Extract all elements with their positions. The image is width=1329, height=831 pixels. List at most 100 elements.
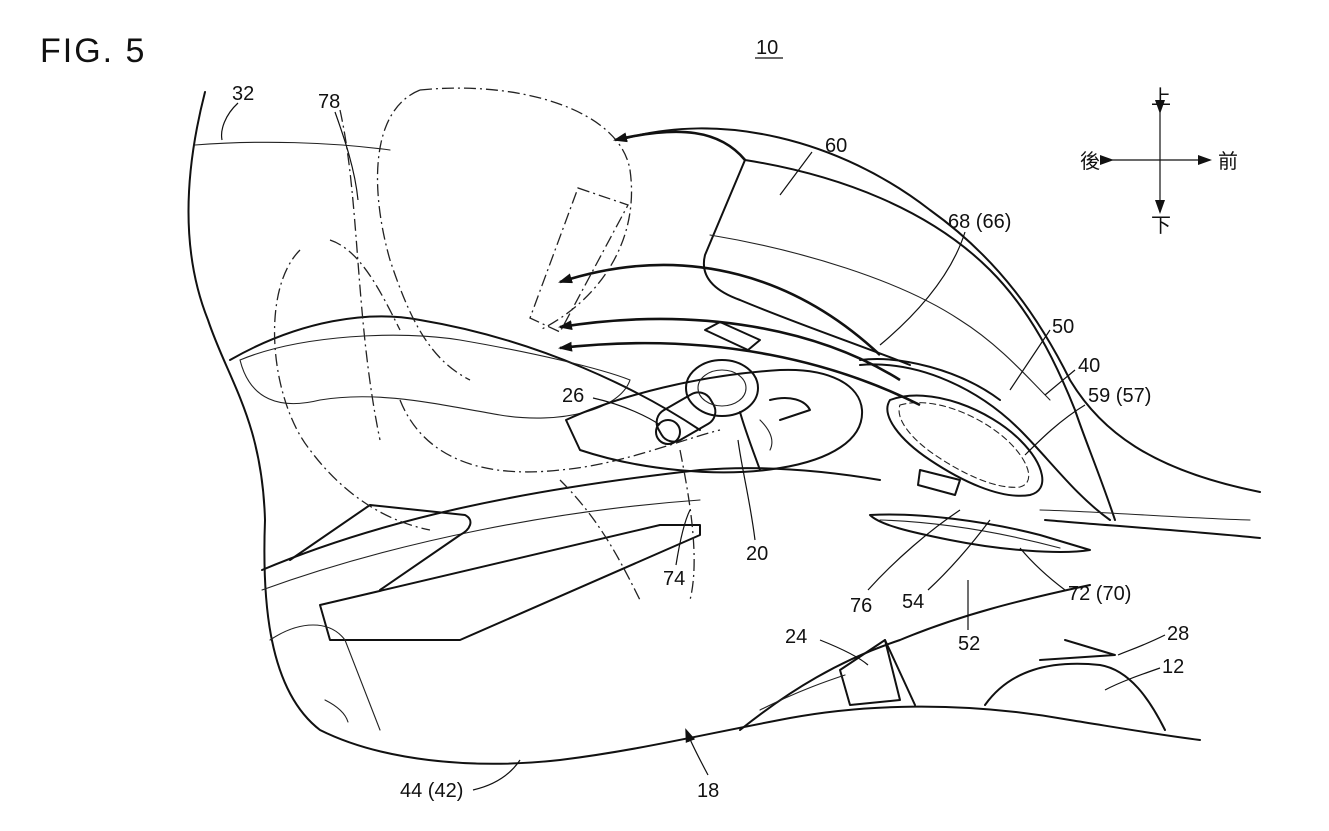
label-50: 50: [1052, 316, 1074, 338]
cowl-top-contour: [619, 127, 1261, 493]
rider-torso: [339, 109, 381, 441]
side-cover-panel: [319, 524, 701, 641]
front-cowl: [619, 127, 1261, 539]
upper-seam: [194, 141, 391, 151]
duct-upper-edge: [859, 358, 1001, 401]
leader-26: [592, 397, 661, 426]
label-20: 20: [746, 543, 768, 565]
compass-rear-label: 後: [1080, 149, 1100, 173]
duct-assembly: [859, 358, 1091, 553]
label-28: 28: [1167, 623, 1189, 645]
lower-vane-panel: [869, 513, 1091, 553]
airflow-arrows: [558, 130, 921, 407]
label-26: 26: [562, 385, 584, 407]
handle-clamp-inner: [697, 369, 747, 407]
leader-68: [879, 231, 966, 346]
windshield-outer-edge: [744, 159, 1116, 521]
leader-54: [927, 519, 991, 591]
rider-head-outline: [419, 87, 633, 331]
label-32: 32: [232, 83, 254, 105]
windshield-lower-edge: [702, 159, 911, 366]
leader-20: [737, 439, 756, 541]
leader-32: [220, 102, 239, 141]
leader-60: [779, 151, 813, 196]
duct-outlet-outer: [886, 394, 1044, 497]
handle-housing: [565, 368, 864, 474]
lower-curve: [324, 699, 349, 723]
rider-forearm: [399, 399, 721, 473]
phantom-rider: [273, 87, 721, 601]
handle-clamp: [685, 359, 759, 417]
leader-50: [1009, 329, 1051, 391]
fork-bracket-24: [839, 639, 901, 706]
compass-down-label: 下: [1151, 213, 1171, 237]
fork-leg: [884, 639, 916, 706]
label-12: 12: [1162, 656, 1184, 678]
rider-leg: [559, 479, 641, 601]
mid-body-line-2: [261, 499, 701, 591]
compass-up-label: 上: [1151, 85, 1171, 109]
leader-59: [1024, 404, 1086, 456]
rider-arm: [273, 249, 431, 531]
rider-shoulder: [329, 239, 401, 331]
label-54: 54: [902, 591, 924, 613]
leader-28: [1117, 634, 1166, 656]
windshield-inner-seam: [709, 234, 1051, 401]
leader-18: [685, 728, 709, 776]
figure-title: FIG. 5: [40, 32, 146, 70]
cowl-lower-trim-2: [1039, 509, 1251, 521]
reference-line-74: [679, 449, 695, 601]
label-60: 60: [825, 135, 847, 157]
leader-74: [675, 509, 691, 566]
lever-bracket: [769, 397, 811, 421]
duct-outlet-hatched: [898, 402, 1030, 488]
lower-bracket: [269, 624, 381, 731]
label-18: 18: [697, 780, 719, 802]
label-74: 74: [663, 568, 685, 590]
label-24: 24: [785, 626, 807, 648]
leader-44: [472, 759, 521, 791]
direction-compass: 上 下 後 前: [1080, 85, 1238, 237]
leader-72: [1019, 547, 1066, 591]
cowl-front-edge: [859, 363, 1111, 521]
label-76: 76: [850, 595, 872, 617]
fender-tip-28: [1039, 639, 1116, 661]
rider-helmet-back: [376, 89, 471, 381]
cowl-lower-trim: [1044, 519, 1261, 539]
lower-body-contour: [187, 91, 1201, 765]
front-wheel-area: [739, 584, 1166, 731]
seat-upper-line: [229, 315, 701, 431]
airflow-arrow-3: [558, 341, 921, 407]
fender-inner-line: [759, 674, 846, 711]
label-72: 72 (70): [1068, 583, 1131, 605]
label-78: 78: [318, 91, 340, 113]
footrest-panel: [289, 504, 472, 591]
label-68: 68 (66): [948, 211, 1011, 233]
grip-end-cap: [655, 419, 681, 445]
wheel-arc: [984, 662, 1166, 731]
leader-12: [1104, 667, 1161, 691]
label-52: 52: [958, 633, 980, 655]
airflow-arrow-2: [558, 317, 901, 382]
mid-body-line: [261, 467, 881, 571]
lever-link: [759, 419, 773, 451]
steering-stem: [739, 411, 761, 471]
airflow-arrow-1: [558, 263, 881, 356]
label-59: 59 (57): [1088, 385, 1151, 407]
label-44: 44 (42): [400, 780, 463, 802]
body-outline: [187, 91, 1201, 765]
compass-front-label: 前: [1218, 149, 1238, 173]
rider-visor: [529, 187, 629, 333]
leader-76: [867, 509, 961, 591]
handle-assembly: [565, 321, 864, 474]
airflow-arrow-top: [613, 130, 746, 161]
leader-78: [334, 111, 359, 201]
fender-upper-line: [739, 584, 1091, 731]
handle-grip: [655, 391, 717, 443]
lower-vane-seam: [879, 519, 1061, 549]
duct-vane: [917, 469, 961, 496]
label-40: 40: [1078, 355, 1100, 377]
leader-lines: [220, 102, 1166, 791]
